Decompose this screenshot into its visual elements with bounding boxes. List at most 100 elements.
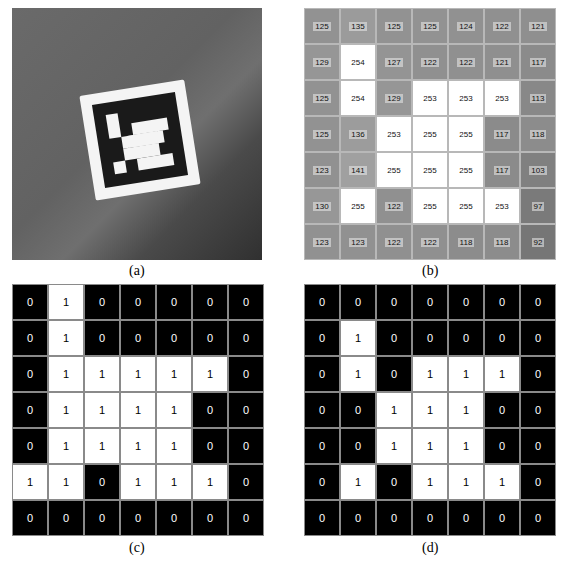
cell-value: 0 xyxy=(391,512,397,524)
grid-cell: 1 xyxy=(192,464,228,500)
grid-cell: 0 xyxy=(228,500,264,536)
grid-cell: 125 xyxy=(304,80,340,116)
grid-cell: 121 xyxy=(520,8,556,44)
grid-cell: 97 xyxy=(520,188,556,224)
grid-cell: 1 xyxy=(48,428,84,464)
grid-cell: 0 xyxy=(192,500,228,536)
grid-cell: 0 xyxy=(376,284,412,320)
cell-value: 0 xyxy=(427,512,433,524)
cell-value: 0 xyxy=(135,512,141,524)
grid-cell: 118 xyxy=(520,116,556,152)
cell-value: 1 xyxy=(355,368,361,380)
cell-value: 0 xyxy=(427,296,433,308)
cell-value: 0 xyxy=(499,296,505,308)
cell-value: 123 xyxy=(349,238,366,247)
grid-cell: 0 xyxy=(520,392,556,428)
cell-value: 0 xyxy=(463,332,469,344)
grid-cell: 1 xyxy=(156,392,192,428)
panel-label: (c) xyxy=(129,540,145,556)
grid-cell: 1 xyxy=(12,464,48,500)
cell-value: 0 xyxy=(27,332,33,344)
grid-cell: 0 xyxy=(228,284,264,320)
grid-cell: 253 xyxy=(484,80,520,116)
grid-cell: 0 xyxy=(376,356,412,392)
cell-value: 1 xyxy=(171,440,177,452)
grid-cell: 1 xyxy=(484,464,520,500)
grid-cell: 122 xyxy=(376,188,412,224)
grid-cell: 0 xyxy=(304,500,340,536)
cell-value: 1 xyxy=(499,476,505,488)
grid-cell: 0 xyxy=(12,428,48,464)
grid-cell: 0 xyxy=(340,428,376,464)
grid-cell: 0 xyxy=(484,500,520,536)
grid-cell: 0 xyxy=(304,392,340,428)
cell-value: 135 xyxy=(349,22,366,31)
grid-cell: 1 xyxy=(412,392,448,428)
cell-value: 0 xyxy=(243,440,249,452)
cell-value: 0 xyxy=(535,368,541,380)
cell-value: 0 xyxy=(427,332,433,344)
grid-cell: 0 xyxy=(484,392,520,428)
grid-cell: 255 xyxy=(448,188,484,224)
cell-value: 103 xyxy=(529,166,546,175)
grid-cell: 0 xyxy=(520,320,556,356)
cell-value: 0 xyxy=(171,512,177,524)
grid-cell: 1 xyxy=(412,356,448,392)
cell-value: 1 xyxy=(135,368,141,380)
grid-cell: 1 xyxy=(84,392,120,428)
grid-cell: 255 xyxy=(340,188,376,224)
grid-cell: 0 xyxy=(520,464,556,500)
grid-cell: 1 xyxy=(448,356,484,392)
cell-value: 1 xyxy=(391,404,397,416)
grid-cell: 122 xyxy=(412,44,448,80)
grid-cell: 0 xyxy=(192,392,228,428)
cell-value: 255 xyxy=(387,166,400,175)
aruco-marker xyxy=(79,79,200,200)
cell-value: 0 xyxy=(135,332,141,344)
cell-value: 1 xyxy=(427,368,433,380)
grid-cell: 117 xyxy=(520,44,556,80)
cell-value: 118 xyxy=(458,238,475,247)
cell-value: 113 xyxy=(530,94,547,103)
cell-value: 0 xyxy=(135,296,141,308)
cell-value: 0 xyxy=(171,296,177,308)
cell-value: 141 xyxy=(349,166,366,175)
cell-value: 1 xyxy=(207,368,213,380)
grid-cell: 127 xyxy=(376,44,412,80)
cell-value: 1 xyxy=(135,476,141,488)
grid-cell: 255 xyxy=(412,188,448,224)
cell-value: 0 xyxy=(243,332,249,344)
grid-cell: 0 xyxy=(84,320,120,356)
grid-cell: 129 xyxy=(304,44,340,80)
grid-cell: 0 xyxy=(12,356,48,392)
grid-cell: 0 xyxy=(340,284,376,320)
cell-value: 125 xyxy=(313,94,330,103)
grid-cell: 1 xyxy=(84,428,120,464)
cell-value: 130 xyxy=(313,202,330,211)
grid-cell: 0 xyxy=(484,320,520,356)
cell-value: 1 xyxy=(63,368,69,380)
grid-cell: 0 xyxy=(304,464,340,500)
cell-value: 0 xyxy=(243,404,249,416)
grid-cell: 125 xyxy=(304,116,340,152)
cell-value: 1 xyxy=(463,476,469,488)
cell-value: 0 xyxy=(207,296,213,308)
grid-cell: 0 xyxy=(340,392,376,428)
grid-cell: 123 xyxy=(304,224,340,260)
panel-label: (b) xyxy=(422,263,438,279)
grid-cell: 0 xyxy=(228,392,264,428)
cell-value: 255 xyxy=(423,130,436,139)
grid-cell: 0 xyxy=(484,428,520,464)
grid-cell: 136 xyxy=(340,116,376,152)
cell-value: 0 xyxy=(243,368,249,380)
grid-cell: 253 xyxy=(412,80,448,116)
grid-cell: 1 xyxy=(48,320,84,356)
grid-cell: 1 xyxy=(48,356,84,392)
cell-value: 255 xyxy=(351,202,364,211)
grid-cell: 0 xyxy=(192,428,228,464)
grid-cell: 123 xyxy=(340,224,376,260)
cell-value: 0 xyxy=(207,440,213,452)
grid-cell: 0 xyxy=(156,284,192,320)
grid-cell: 0 xyxy=(228,428,264,464)
cell-value: 122 xyxy=(421,58,438,67)
